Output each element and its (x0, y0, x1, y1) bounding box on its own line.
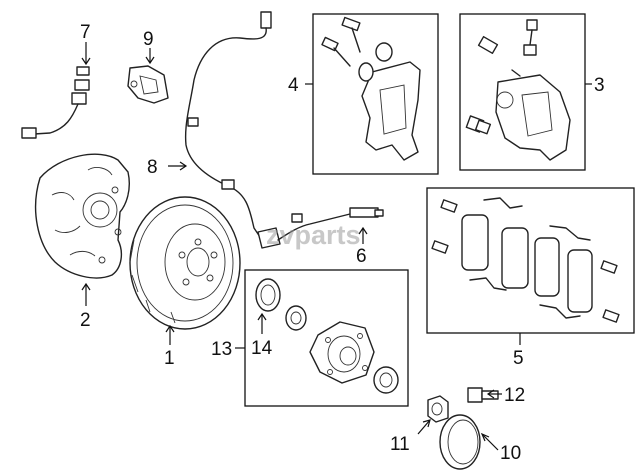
dust-cap-part (439, 414, 481, 470)
brake-pad-kit-part (431, 197, 620, 323)
caliper-right-box (459, 13, 586, 171)
speed-sensor-wire-part (184, 11, 281, 249)
sensor-bracket-part (127, 65, 169, 104)
axle-nut-part (427, 395, 449, 423)
callout-13: 13 (211, 339, 232, 360)
callout-10: 10 (500, 443, 521, 464)
caliper-left-box (312, 13, 439, 175)
brake-rotor-part (129, 196, 241, 330)
caliper-bracket-part (321, 16, 421, 161)
callout-9: 9 (143, 29, 154, 50)
callout-7: 7 (80, 22, 91, 43)
brake-hose-part (21, 66, 90, 139)
hub-assembly-part (255, 278, 399, 394)
callout-2: 2 (80, 310, 91, 331)
callout-3: 3 (594, 75, 605, 96)
callout-5: 5 (513, 348, 524, 369)
callout-6: 6 (356, 246, 367, 267)
callout-14: 14 (251, 338, 273, 359)
dust-shield-part (34, 153, 130, 279)
leader-lines (81, 42, 592, 451)
brake-pad-box (426, 187, 635, 334)
hub-box (244, 269, 409, 407)
callout-12: 12 (504, 385, 525, 406)
wear-sensor-part (277, 207, 384, 241)
watermark-text: zvparts (266, 220, 361, 250)
callout-1: 1 (164, 348, 175, 369)
callout-4: 4 (288, 75, 299, 96)
caliper-part (465, 19, 571, 161)
callout-8: 8 (147, 157, 158, 178)
callout-11: 11 (390, 434, 410, 455)
